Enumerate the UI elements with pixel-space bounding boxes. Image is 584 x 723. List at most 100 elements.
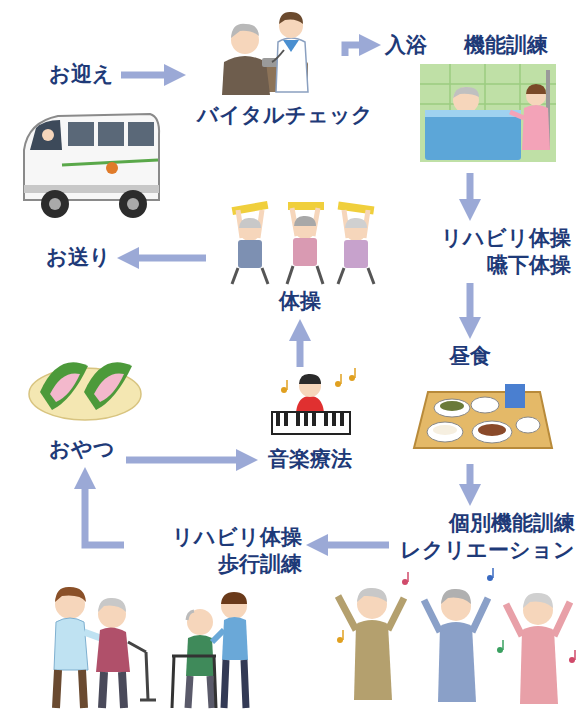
exercise-illustration bbox=[294, 216, 316, 226]
flow-step: 入浴 機能訓練 bbox=[385, 32, 575, 169]
walking-support-illustration bbox=[56, 670, 84, 708]
flow-arrow bbox=[121, 72, 175, 79]
recreation-illustration bbox=[574, 650, 576, 660]
lunch-tray-illustration bbox=[433, 425, 457, 435]
walking-support-illustration bbox=[54, 618, 88, 670]
vital-check-illustration bbox=[276, 38, 308, 92]
flow-step: 昼食 bbox=[430, 343, 510, 460]
step-label: 音楽療法 bbox=[262, 446, 358, 473]
snack-illustration bbox=[84, 362, 132, 410]
flow-step: リハビリ体操 嚥下体操 bbox=[405, 225, 571, 279]
lunch-tray-illustration bbox=[414, 374, 552, 448]
flow-arrow bbox=[126, 457, 247, 464]
step-label: お送り bbox=[43, 244, 113, 271]
piano-illustration bbox=[299, 374, 321, 384]
lunch-tray-illustration bbox=[440, 401, 464, 411]
recreation-illustration bbox=[492, 568, 494, 578]
recreation-illustration bbox=[441, 589, 471, 604]
walking-support-illustration bbox=[188, 676, 212, 708]
van-illustration bbox=[24, 114, 159, 200]
step-label: おやつ bbox=[42, 436, 122, 463]
flow-step: リハビリ体操 歩行訓練 bbox=[128, 524, 302, 578]
snack-illustration bbox=[94, 373, 124, 402]
flow-step: バイタルチェック bbox=[190, 60, 380, 129]
lunch-tray-illustration bbox=[505, 374, 525, 384]
bath-illustration bbox=[420, 64, 556, 162]
exercise-illustration bbox=[338, 268, 374, 284]
van-illustration bbox=[24, 114, 159, 218]
recreation-illustration bbox=[337, 637, 343, 643]
recreation-illustration bbox=[520, 626, 558, 704]
recreation-illustration bbox=[502, 640, 504, 650]
bath-illustration bbox=[453, 87, 479, 113]
recreation-illustration bbox=[338, 596, 404, 630]
flow-arrow bbox=[317, 542, 389, 549]
flow-step: おやつ bbox=[42, 436, 122, 463]
recreation-illustration bbox=[487, 575, 493, 581]
walking-support-illustration bbox=[187, 609, 213, 635]
lunch-tray-illustration bbox=[505, 374, 525, 408]
snack-illustration bbox=[29, 362, 141, 420]
piano-illustration bbox=[286, 380, 288, 390]
lunch-tray-illustration bbox=[471, 397, 499, 413]
flow-step: お送り bbox=[43, 244, 113, 271]
step-label: バイタルチェック bbox=[190, 102, 380, 129]
lunch-tray-illustration bbox=[472, 421, 512, 443]
flow-step: 音楽療法 bbox=[262, 371, 358, 473]
exercise-illustration bbox=[293, 238, 317, 266]
recreation-illustration bbox=[354, 620, 392, 700]
recreation-illustration bbox=[402, 579, 408, 585]
flow-arrow bbox=[297, 330, 304, 367]
walking-support-illustration bbox=[55, 587, 86, 602]
van-illustration bbox=[128, 122, 154, 146]
walking-support-illustration bbox=[98, 598, 126, 612]
recreation-illustration bbox=[342, 630, 344, 640]
flow-arrow bbox=[467, 464, 474, 495]
piano-illustration bbox=[340, 374, 342, 384]
step-label: リハビリ体操 歩行訓練 bbox=[128, 524, 302, 578]
bath-illustration bbox=[420, 64, 556, 110]
walking-support-illustration bbox=[221, 593, 247, 619]
walking-support-illustration bbox=[172, 656, 216, 708]
piano-illustration bbox=[296, 396, 324, 412]
van-illustration bbox=[106, 162, 118, 174]
step-label: リハビリ体操 嚥下体操 bbox=[405, 225, 571, 279]
van-illustration bbox=[119, 190, 147, 218]
flow-step: 個別機能訓練 レクリエーション bbox=[393, 510, 575, 564]
lunch-tray-illustration bbox=[516, 417, 540, 433]
van-illustration bbox=[127, 198, 139, 210]
flow-step: 体操 bbox=[210, 193, 390, 315]
piano-illustration bbox=[272, 412, 350, 434]
snack-illustration bbox=[50, 373, 80, 402]
walking-support-illustration bbox=[140, 699, 156, 702]
exercise-illustration bbox=[238, 240, 262, 268]
exercise-illustration bbox=[345, 218, 367, 228]
bath-illustration bbox=[522, 105, 550, 150]
recreation-illustration bbox=[407, 572, 409, 582]
van-illustration bbox=[49, 198, 61, 210]
bath-illustration bbox=[425, 110, 521, 160]
step-label: 体操 bbox=[210, 288, 390, 315]
bath-illustration bbox=[510, 112, 524, 118]
vital-check-illustration bbox=[222, 12, 308, 95]
lunch-tray-illustration bbox=[414, 392, 552, 448]
exercise-illustration bbox=[232, 201, 375, 284]
recreation-illustration bbox=[523, 593, 553, 608]
lunch-tray-illustration bbox=[478, 424, 506, 436]
walking-support-illustration bbox=[54, 587, 248, 708]
vital-check-illustration bbox=[272, 50, 284, 62]
walking-support-illustration bbox=[224, 660, 246, 708]
piano-illustration bbox=[335, 381, 341, 387]
walking-support-illustration bbox=[212, 630, 224, 642]
piano-illustration bbox=[349, 375, 355, 381]
flow-arrow bbox=[467, 173, 474, 210]
flow-step: お迎え bbox=[45, 61, 117, 88]
walking-support-illustration bbox=[96, 627, 130, 672]
recreation-illustration bbox=[357, 588, 387, 602]
flow-arrow bbox=[467, 283, 474, 328]
bath-illustration bbox=[425, 110, 521, 117]
piano-illustration bbox=[278, 412, 342, 426]
flow-arrow bbox=[128, 255, 206, 262]
